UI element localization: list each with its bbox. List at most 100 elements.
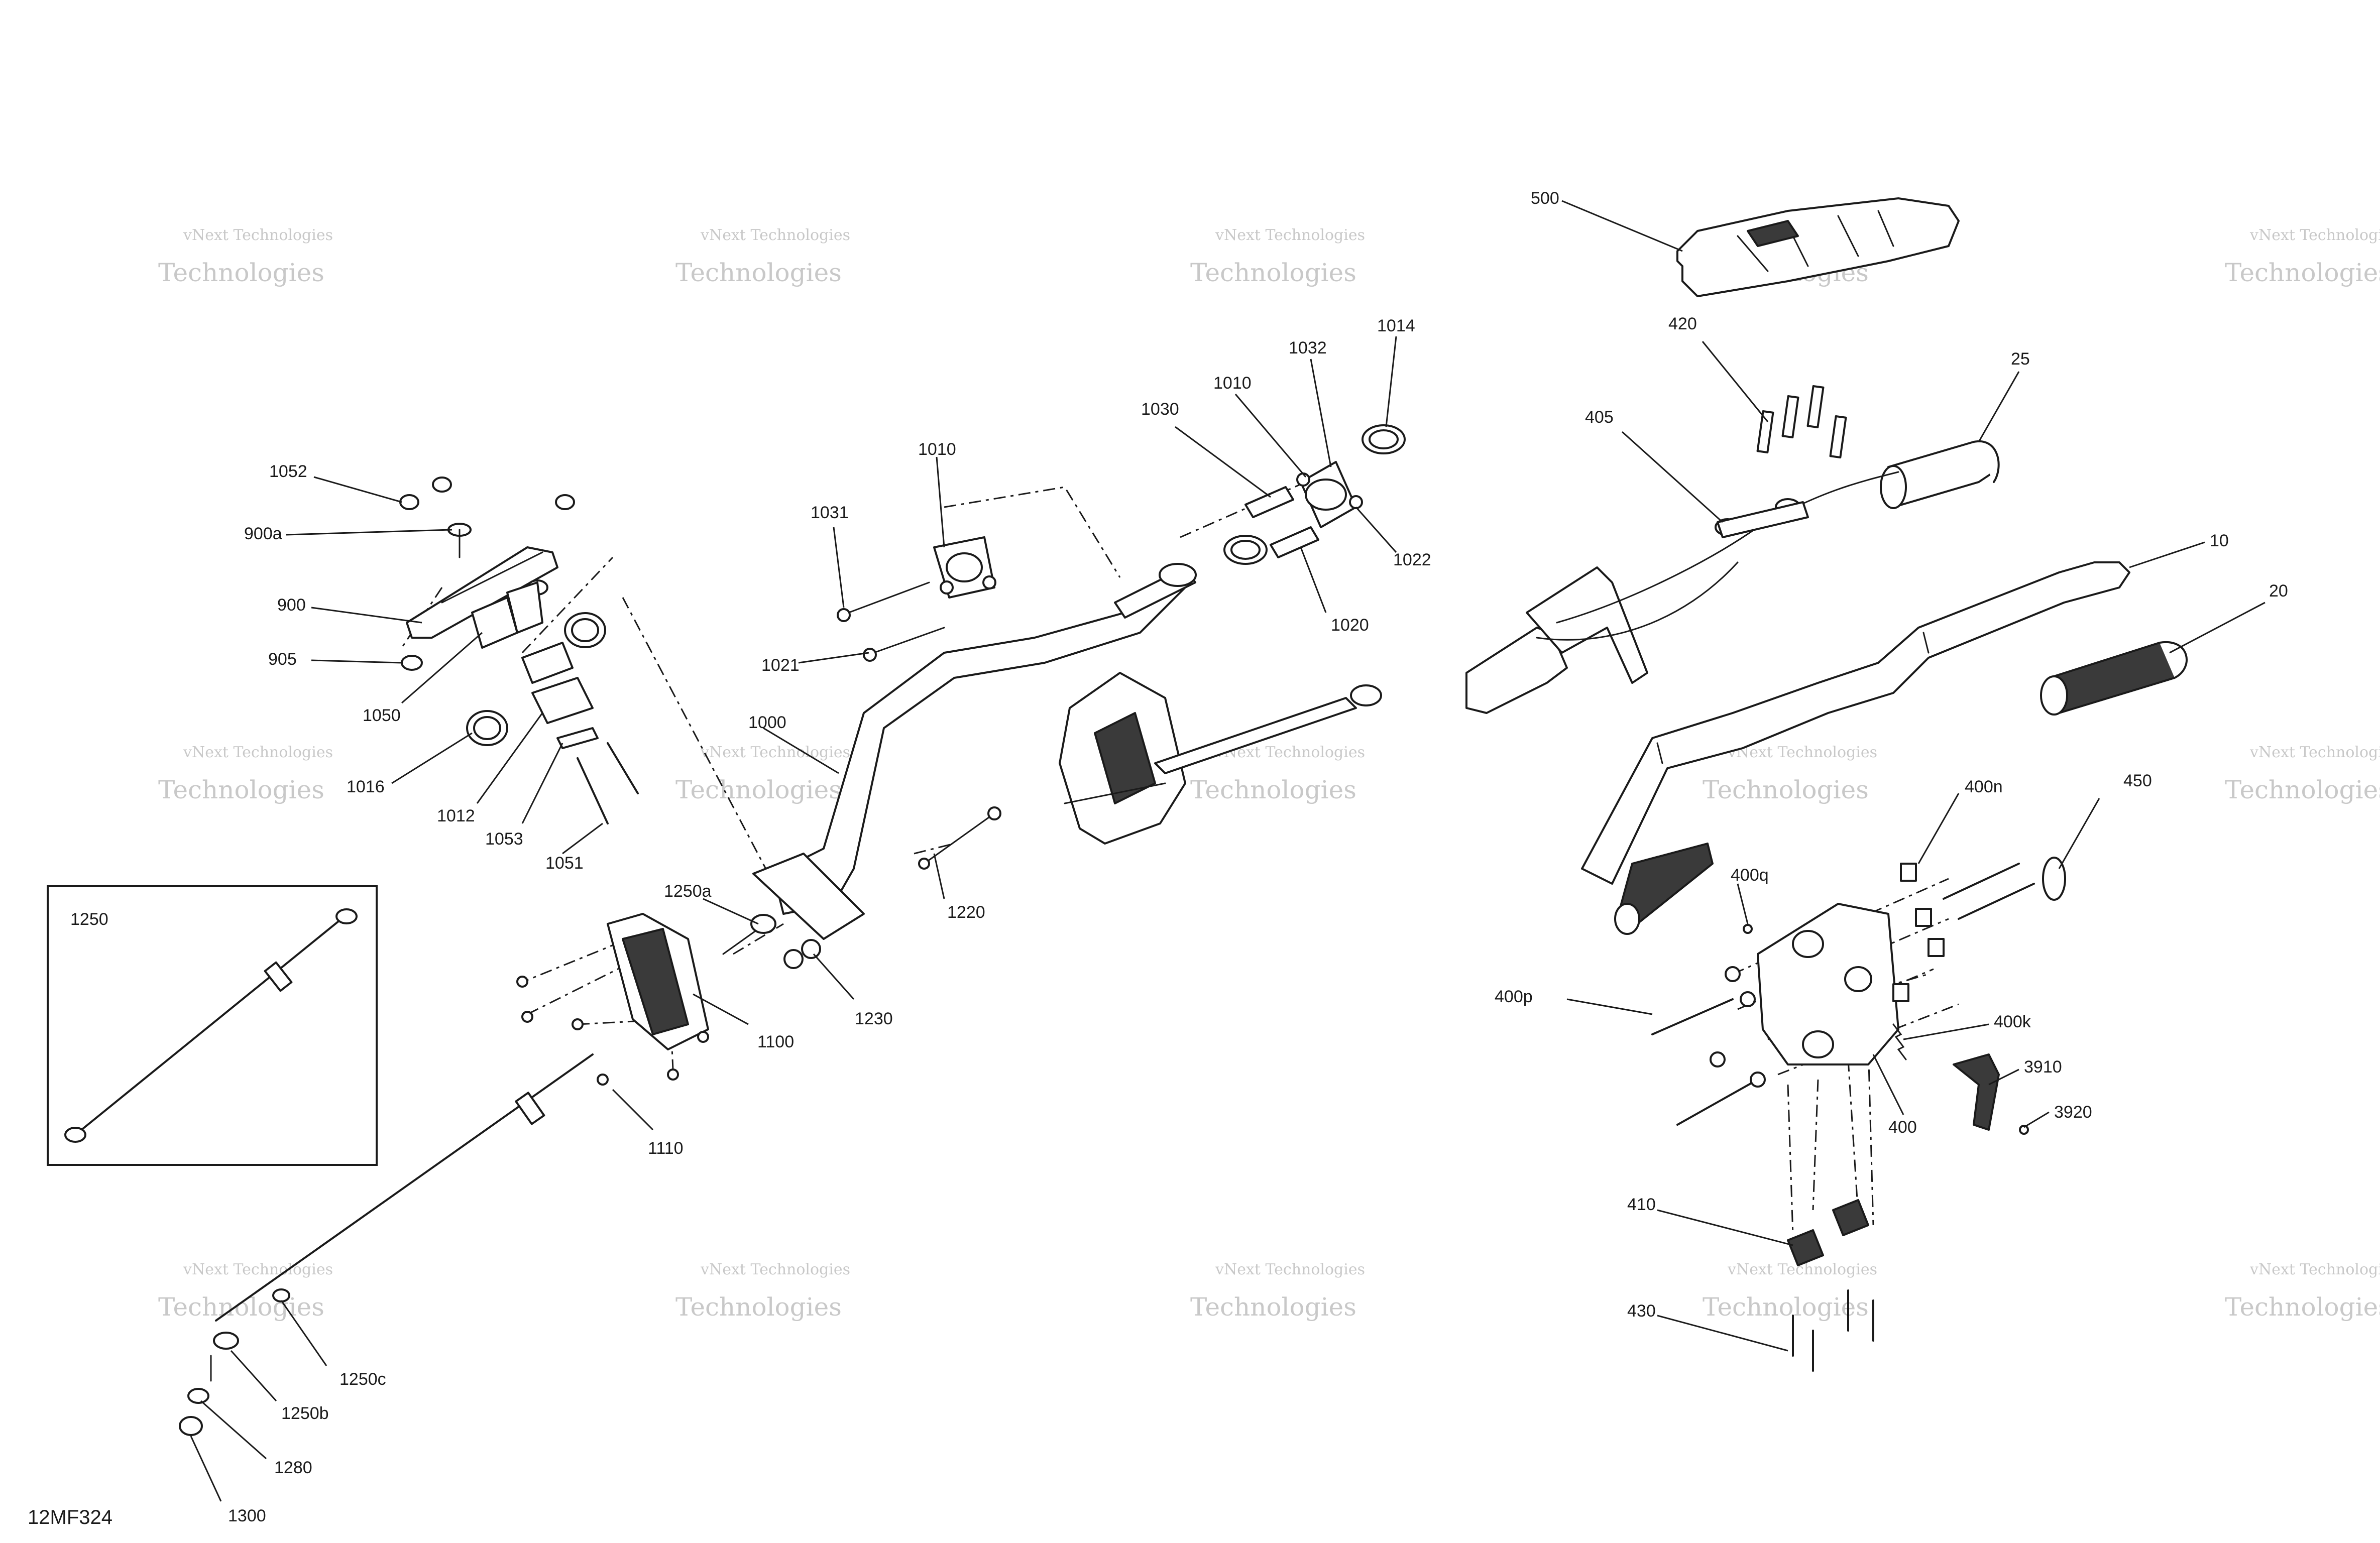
callout-1300: 1300 xyxy=(228,1506,266,1525)
part-1016-seal-upper xyxy=(564,612,606,648)
callout-1250: 1250 xyxy=(70,910,108,929)
part-1230-washer-nut xyxy=(783,939,821,969)
part-1051-bolts xyxy=(577,742,639,824)
callout-1230: 1230 xyxy=(855,1009,893,1028)
callout-1031: 1031 xyxy=(811,503,849,522)
part-410-clamps xyxy=(1787,1199,1869,1266)
callout-405: 405 xyxy=(1585,408,1614,427)
callout-1016: 1016 xyxy=(347,777,385,796)
watermark-9: vNext Technologies Technologies xyxy=(1703,744,1877,804)
callout-1020: 1020 xyxy=(1331,616,1369,635)
throttle-housing-assembly xyxy=(1465,385,1899,714)
watermark-text: Technologies xyxy=(158,258,324,287)
callout-1010-lower: 1010 xyxy=(918,440,956,459)
callout-905: 905 xyxy=(268,650,297,669)
callout-1014: 1014 xyxy=(1377,316,1415,335)
watermark-group: vNext Technologies Technologies vNext Te… xyxy=(158,226,2380,1322)
watermark-text: Technologies xyxy=(675,775,842,804)
inset-1250-tie-rod xyxy=(47,885,378,1166)
part-10-handlebar xyxy=(1581,561,2130,885)
part-400-steering-block xyxy=(1757,903,1899,1065)
callout-450: 450 xyxy=(2123,771,2152,790)
part-900a-pin xyxy=(447,523,472,558)
part-3920-screw xyxy=(2019,1125,2029,1135)
part-400q-screw xyxy=(1743,924,1753,934)
part-1250-tie-rod xyxy=(215,1053,594,1322)
callout-400p: 400p xyxy=(1495,987,1533,1006)
callout-1250a: 1250a xyxy=(664,882,712,901)
callout-400: 400 xyxy=(1888,1118,1917,1137)
watermark-text: Technologies xyxy=(2225,258,2380,287)
part-1300-nut xyxy=(179,1416,203,1436)
callout-1010: 1010 xyxy=(1213,374,1252,393)
cover-fasteners xyxy=(516,976,709,1086)
watermark-3: vNext Technologies Technologies xyxy=(1190,226,1365,287)
watermark-14: vNext Technologies Technologies xyxy=(1703,1261,1877,1322)
callout-1051: 1051 xyxy=(545,854,584,873)
part-400-long-bolts xyxy=(1943,863,2035,920)
part-900-bracket xyxy=(406,546,558,639)
part-1012-clamp-lower xyxy=(531,677,594,724)
part-1016-seal-lower xyxy=(466,710,508,746)
leader-lines xyxy=(190,200,2265,1502)
part-1050-clamp-half xyxy=(471,581,574,684)
part-1053-plate xyxy=(556,727,599,749)
callout-1030: 1030 xyxy=(1141,400,1179,419)
callout-400q: 400q xyxy=(1731,866,1769,885)
watermark-text: vNext Technologies xyxy=(183,226,333,244)
callout-400n: 400n xyxy=(1965,777,2003,796)
watermark-text: Technologies xyxy=(158,1292,324,1322)
watermark-text: vNext Technologies xyxy=(700,1261,850,1278)
callout-1052: 1052 xyxy=(269,462,307,481)
part-1010-upper-clamp xyxy=(933,536,996,599)
watermark-6: vNext Technologies Technologies xyxy=(158,744,333,804)
callout-400k: 400k xyxy=(1994,1012,2031,1031)
part-1280-washer xyxy=(187,1388,209,1404)
part-1052-nuts xyxy=(399,477,575,510)
watermark-text: vNext Technologies xyxy=(1727,744,1877,761)
watermark-15: vNext Technologies Technologies xyxy=(2225,1261,2380,1322)
callout-1250c: 1250c xyxy=(339,1370,386,1389)
callout-1032: 1032 xyxy=(1289,338,1327,358)
watermark-text: Technologies xyxy=(2225,1292,2380,1322)
steering-cover-right xyxy=(1059,672,1382,845)
watermark-5: vNext Technologies Technologies xyxy=(2225,226,2380,287)
watermark-text: Technologies xyxy=(675,1292,842,1322)
callout-1021: 1021 xyxy=(761,656,800,675)
callout-1110: 1110 xyxy=(648,1139,684,1158)
watermark-2: vNext Technologies Technologies xyxy=(675,226,850,287)
part-400n-bushings xyxy=(1892,863,1945,1002)
callout-500: 500 xyxy=(1531,189,1559,208)
watermark-7: vNext Technologies Technologies xyxy=(675,744,850,804)
callout-1100: 1100 xyxy=(757,1032,794,1051)
callout-3920: 3920 xyxy=(2054,1103,2092,1122)
part-25-left-grip xyxy=(1880,440,2000,509)
part-1031-bolt xyxy=(837,581,930,622)
part-1220-bolt xyxy=(918,806,1001,870)
part-430-bolts xyxy=(1792,1289,1874,1372)
part-400k-spring xyxy=(1892,1023,1907,1060)
watermark-text: vNext Technologies xyxy=(1215,226,1365,244)
callout-1022: 1022 xyxy=(1393,550,1431,569)
callout-1050: 1050 xyxy=(363,706,401,725)
callout-1250b: 1250b xyxy=(281,1404,329,1423)
watermark-text: vNext Technologies xyxy=(183,1261,333,1278)
part-3910-lever xyxy=(1953,1053,2000,1131)
watermark-11: vNext Technologies Technologies xyxy=(158,1261,333,1322)
watermark-text: Technologies xyxy=(1190,258,1356,287)
watermark-text: Technologies xyxy=(1190,1292,1356,1322)
callout-10: 10 xyxy=(2210,531,2229,550)
watermark-text: Technologies xyxy=(1703,775,1869,804)
watermark-text: vNext Technologies xyxy=(2249,1261,2380,1278)
callout-25: 25 xyxy=(2011,349,2030,369)
callout-430: 430 xyxy=(1627,1301,1656,1321)
callout-1000: 1000 xyxy=(748,713,786,732)
watermark-text: Technologies xyxy=(1703,1292,1869,1322)
watermark-text: Technologies xyxy=(1190,775,1356,804)
watermark-text: Technologies xyxy=(158,775,324,804)
watermark-10: vNext Technologies Technologies xyxy=(2225,744,2380,804)
part-1250a-tie-rod-end xyxy=(722,914,776,955)
callout-1280: 1280 xyxy=(274,1458,312,1477)
part-handlebar-grip-left xyxy=(1614,843,1714,935)
